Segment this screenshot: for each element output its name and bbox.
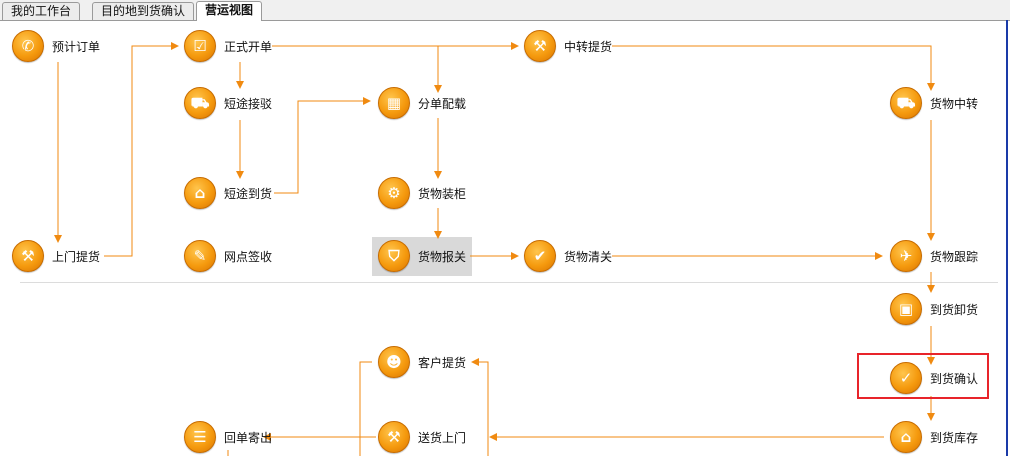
node-customs-clearance[interactable]: ✔ 货物清关 <box>524 239 612 273</box>
node-receipt-return[interactable]: ☰ 回单寄出 <box>184 420 272 454</box>
node-label: 货物报关 <box>418 249 467 264</box>
document-send-icon: ☰ <box>184 421 216 453</box>
box-check-icon: ✓ <box>890 362 922 394</box>
node-label: 正式开单 <box>224 39 273 54</box>
node-arrival-unloading[interactable]: ▣ 到货卸货 <box>890 292 978 326</box>
node-label: 到货库存 <box>930 430 979 445</box>
node-label: 中转提货 <box>564 39 613 54</box>
node-arrival-confirm[interactable]: ✓ 到货确认 <box>890 361 978 395</box>
node-customs-declaration[interactable]: ⛉ 货物报关 <box>378 239 466 273</box>
porter-icon: ⚒ <box>378 421 410 453</box>
node-label: 到货确认 <box>930 371 979 386</box>
node-label: 货物装柜 <box>418 186 467 201</box>
node-arrival-inventory[interactable]: ⌂ 到货库存 <box>890 420 978 454</box>
tab-bar: 我的工作台 目的地到货确认 营运视图 <box>0 0 1010 21</box>
selection-outline <box>857 353 989 399</box>
node-label: 回单寄出 <box>224 430 273 445</box>
node-label: 货物清关 <box>564 249 613 264</box>
sign-document-icon: ✎ <box>184 240 216 272</box>
node-short-haul-shuttle[interactable]: ⛟ 短途接驳 <box>184 86 272 120</box>
warehouse-icon: ⌂ <box>890 421 922 453</box>
tab-destination-arrival-confirm[interactable]: 目的地到货确认 <box>92 2 195 20</box>
conveyor-icon: ▦ <box>378 87 410 119</box>
porter-icon: ⚒ <box>524 30 556 62</box>
node-door-delivery[interactable]: ⚒ 送货上门 <box>378 420 466 454</box>
node-label: 上门提货 <box>52 249 101 264</box>
scroll-edge <box>1006 20 1008 456</box>
truck-icon: ⛟ <box>184 87 216 119</box>
node-label: 分单配载 <box>418 96 467 111</box>
node-split-loading[interactable]: ▦ 分单配载 <box>378 86 466 120</box>
user-icon: ☻ <box>378 346 410 378</box>
node-transit-pickup[interactable]: ⚒ 中转提货 <box>524 29 612 63</box>
porter-icon: ⚒ <box>12 240 44 272</box>
warehouse-icon: ⌂ <box>184 177 216 209</box>
phone-icon: ✆ <box>12 30 44 62</box>
node-formal-billing[interactable]: ☑ 正式开单 <box>184 29 272 63</box>
shield-icon: ⛉ <box>378 240 410 272</box>
node-goods-transit[interactable]: ⛟ 货物中转 <box>890 86 978 120</box>
forklift-icon: ⚙ <box>378 177 410 209</box>
tab-operations-view[interactable]: 营运视图 <box>196 1 263 21</box>
clipboard-check-icon: ☑ <box>184 30 216 62</box>
unload-box-icon: ▣ <box>890 293 922 325</box>
satellite-icon: ✈ <box>890 240 922 272</box>
node-goods-tracking[interactable]: ✈ 货物跟踪 <box>890 239 978 273</box>
node-label: 预计订单 <box>52 39 101 54</box>
node-label: 短途接驳 <box>224 96 273 111</box>
delivery-icon: ⛟ <box>890 87 922 119</box>
node-door-pickup[interactable]: ⚒ 上门提货 <box>12 239 100 273</box>
node-label: 货物跟踪 <box>930 249 979 264</box>
node-outlet-receipt[interactable]: ✎ 网点签收 <box>184 239 272 273</box>
node-short-haul-arrival[interactable]: ⌂ 短途到货 <box>184 176 272 210</box>
section-divider <box>20 282 998 283</box>
node-forecast-order[interactable]: ✆ 预计订单 <box>12 29 100 63</box>
node-customer-pickup[interactable]: ☻ 客户提货 <box>378 345 466 379</box>
shield-check-icon: ✔ <box>524 240 556 272</box>
tab-my-workbench[interactable]: 我的工作台 <box>2 2 81 20</box>
node-label: 货物中转 <box>930 96 979 111</box>
node-label: 短途到货 <box>224 186 273 201</box>
node-label: 送货上门 <box>418 430 467 445</box>
node-label: 到货卸货 <box>930 302 979 317</box>
node-label: 客户提货 <box>418 355 467 370</box>
node-container-loading[interactable]: ⚙ 货物装柜 <box>378 176 466 210</box>
node-label: 网点签收 <box>224 249 273 264</box>
